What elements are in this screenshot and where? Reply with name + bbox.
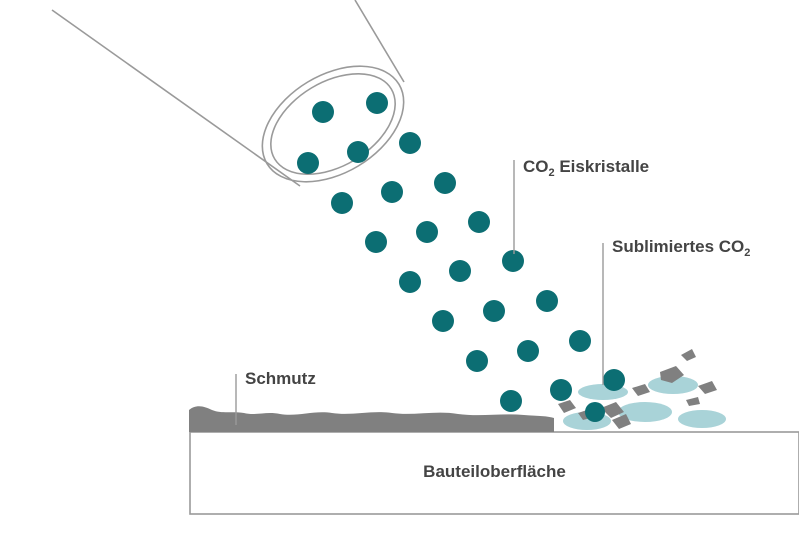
co2-crystal	[449, 260, 471, 282]
co2-crystal	[434, 172, 456, 194]
dirt-particle	[632, 384, 650, 396]
sublimated-co2-cloud	[678, 410, 726, 428]
component-surface	[189, 431, 799, 515]
dirt-particle	[686, 397, 700, 406]
co2-crystal	[347, 141, 369, 163]
co2-crystal	[500, 390, 522, 412]
dirt-particle	[660, 366, 684, 383]
co2-crystal	[585, 402, 605, 422]
dirt-label: Schmutz	[245, 369, 316, 388]
dirt-particle	[558, 400, 576, 413]
sublimated-co2-label: Sublimiertes CO2	[612, 237, 751, 259]
dirt-particle	[698, 381, 717, 394]
co2-crystal	[399, 132, 421, 154]
dirt-particle	[612, 414, 631, 429]
surface-label: Bauteiloberfläche	[423, 462, 566, 481]
co2-ice-crystals	[297, 92, 625, 422]
co2-crystal	[365, 231, 387, 253]
dirt-particle	[681, 349, 696, 361]
sublimated-co2-cloud	[648, 376, 698, 394]
co2-crystal	[483, 300, 505, 322]
sublimated-co2-cloud	[618, 402, 672, 422]
co2-crystal	[569, 330, 591, 352]
co2-crystals-label: CO2 Eiskristalle	[523, 157, 650, 179]
sublimated-co2	[563, 376, 726, 430]
co2-crystal	[536, 290, 558, 312]
co2-crystal	[468, 211, 490, 233]
co2-crystal	[517, 340, 539, 362]
co2-crystal	[550, 379, 572, 401]
co2-crystal	[312, 101, 334, 123]
co2-crystal	[297, 152, 319, 174]
co2-crystal	[416, 221, 438, 243]
co2-crystal	[466, 350, 488, 372]
co2-crystal	[432, 310, 454, 332]
co2-crystal	[399, 271, 421, 293]
co2-crystal	[331, 192, 353, 214]
co2-crystal	[366, 92, 388, 114]
co2-crystal	[603, 369, 625, 391]
co2-crystal	[381, 181, 403, 203]
co2-crystal	[502, 250, 524, 272]
leader-lines	[235, 160, 604, 425]
dirt-layer	[189, 406, 554, 432]
dirt-particle	[601, 402, 624, 418]
